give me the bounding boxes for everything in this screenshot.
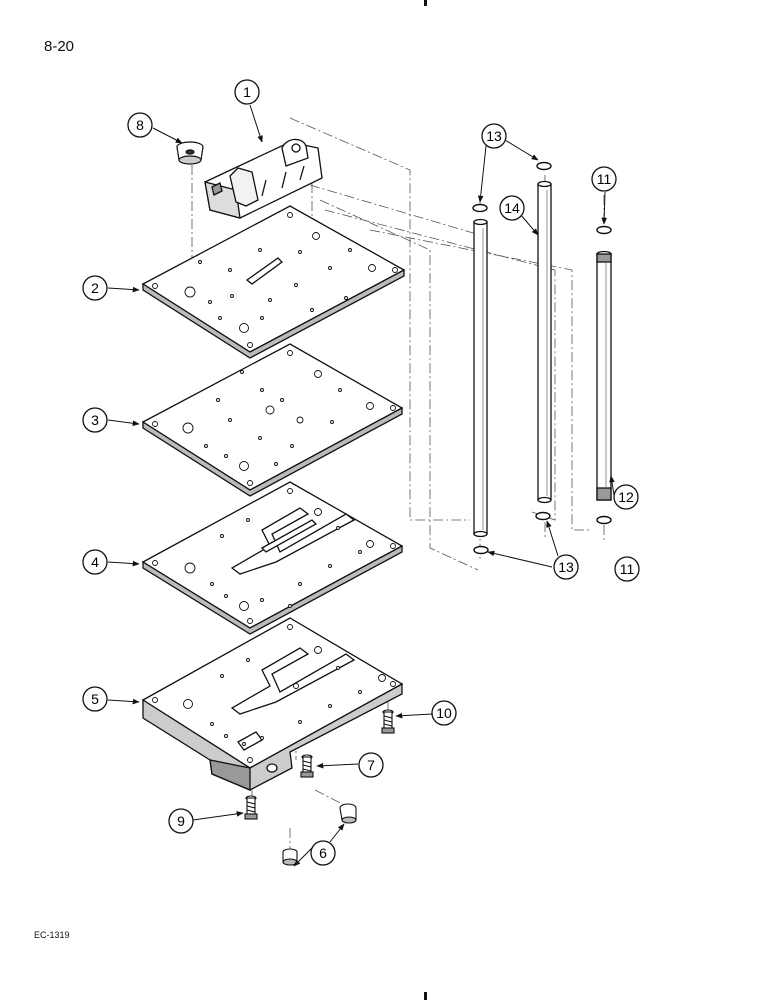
- callout-10: 10: [431, 700, 457, 726]
- svg-text:5: 5: [91, 691, 99, 707]
- plug-6-a: [282, 848, 298, 866]
- callout-2: 2: [82, 275, 108, 301]
- reference-code: EC-1319: [34, 930, 70, 940]
- seal-ring-13-top-left: [472, 203, 488, 213]
- svg-text:7: 7: [367, 757, 375, 773]
- plate-4: [141, 481, 404, 635]
- svg-text:12: 12: [618, 489, 634, 505]
- bolt-9: [244, 795, 258, 820]
- seal-rings: [472, 161, 612, 555]
- svg-text:11: 11: [597, 171, 612, 187]
- svg-text:13: 13: [558, 559, 574, 575]
- seal-ring-11-bottom: [596, 515, 612, 525]
- callout-3: 3: [82, 407, 108, 433]
- svg-text:6: 6: [319, 845, 327, 861]
- callout-6: 6: [310, 840, 336, 866]
- plug-6-b: [339, 803, 357, 824]
- callout-8: 8: [127, 112, 153, 138]
- seal-ring-11-top: [596, 225, 612, 235]
- bolt-10: [381, 709, 395, 734]
- callout-14: 14: [499, 195, 525, 221]
- svg-text:2: 2: [91, 280, 99, 296]
- svg-text:9: 9: [177, 813, 185, 829]
- callout-7: 7: [358, 752, 384, 778]
- svg-text:13: 13: [486, 128, 502, 144]
- seal-ring-13-bottom-middle: [535, 511, 551, 521]
- callout-11-bottom: 11: [614, 556, 640, 582]
- registration-tick-bottom: [424, 992, 427, 1000]
- svg-text:4: 4: [91, 554, 99, 570]
- valve-housing: [204, 138, 323, 219]
- svg-text:1: 1: [243, 84, 251, 100]
- callout-9: 9: [168, 808, 194, 834]
- seal-ring-13-top-right: [536, 161, 552, 171]
- leader-lines: [107, 104, 615, 867]
- callout-5: 5: [82, 686, 108, 712]
- callout-11-top: 11: [591, 166, 617, 192]
- callout-13-top: 13: [481, 123, 507, 149]
- tube-right: [596, 250, 612, 501]
- page-number: 8-20: [44, 38, 75, 55]
- plug: [176, 141, 204, 165]
- tube-middle: [537, 180, 552, 504]
- bolt-7: [300, 754, 314, 778]
- callout-12: 12: [613, 484, 639, 510]
- tube-left: [473, 218, 488, 538]
- callout-4: 4: [82, 549, 108, 575]
- plate-2: [141, 205, 406, 359]
- callout-13-bottom: 13: [553, 554, 579, 580]
- callout-1: 1: [234, 79, 260, 105]
- svg-text:10: 10: [436, 705, 452, 721]
- svg-text:11: 11: [620, 561, 635, 577]
- svg-text:3: 3: [91, 412, 99, 428]
- svg-text:14: 14: [504, 200, 520, 216]
- base-plate: [141, 617, 404, 791]
- registration-tick-top: [424, 0, 427, 6]
- svg-text:8: 8: [136, 117, 144, 133]
- seal-ring-13-bottom-left: [473, 545, 489, 555]
- plate-3: [141, 343, 404, 497]
